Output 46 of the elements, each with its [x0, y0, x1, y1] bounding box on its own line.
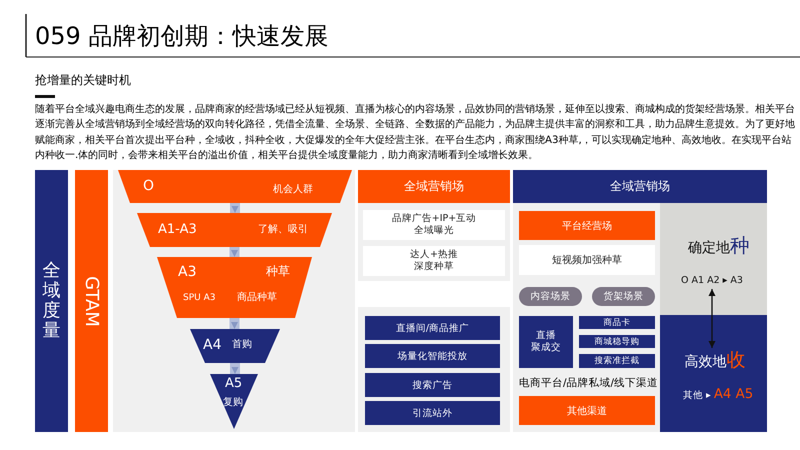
- panel-heading: 高效地收: [684, 348, 746, 373]
- arrow: [230, 363, 240, 374]
- vertical-bar: 全域度量: [35, 170, 68, 432]
- channel-box: 搜索准拦截: [579, 354, 655, 368]
- channel-box: 直播 聚成交: [519, 316, 573, 368]
- header-bar: 全域营销场: [513, 170, 767, 203]
- strategy-panel: [660, 315, 767, 432]
- title: 059 品牌初创期：快速发展: [35, 21, 328, 52]
- channel-box: 场量化智能投放: [365, 344, 500, 368]
- channel-box: 短视频加强种草: [519, 245, 655, 275]
- channel-label: 电商平台/品牌私域/线下渠道: [519, 377, 658, 390]
- stage-label: A5: [225, 376, 242, 392]
- stage-label: 确定地种: [688, 234, 750, 258]
- stage-sequence: O A1 A2 ▸ A3: [681, 274, 743, 286]
- stage-label: A3: [178, 264, 196, 281]
- channel-box: 商品卡: [579, 316, 655, 329]
- stage-label: 复购: [223, 397, 243, 409]
- channel-box: 引流站外: [365, 401, 500, 425]
- stage-label: 机会人群: [273, 184, 313, 196]
- scene-pill: 内容场景: [519, 287, 582, 306]
- stage-label: 商品种草: [237, 292, 277, 304]
- stage-label: A1-A3: [158, 222, 197, 238]
- channel-box: 平台经营场: [519, 211, 655, 240]
- subheading: 抢增量的关键时机: [35, 73, 131, 88]
- arrow: [230, 247, 240, 257]
- paragraph: 随着平台全域兴趣电商生态的发展，品牌商家的经营场域已经从短视频、直播为核心的内容场景，品效协同的营销场景，延伸至以搜索、商城构成的货架经营场景。相关平台逐渐完善从全域营销场到全域经营场的双向转化路径，凭借全流量、全场景、全链路、全数据的产品能力，为品牌主提供丰富的洞察和工具，助力品牌生意提效。为了更好地赋能商家，相关平台首次提出平台种，全域收，抖种全收，大促爆发的全年大促经营主张。在平台生态内，商家围绕A3种草,，可以实现确定地种、高效地收。在实现平台站内种收一.体的同时，会带来相关平台的溢出价值，相关平台提供全域度量能力，助力商家清晰看到全域增长效果。: [35, 102, 795, 163]
- stage-label: O: [143, 178, 154, 195]
- channel-box: 搜索广告: [365, 373, 500, 397]
- header-bar: 全域营销场: [358, 170, 510, 203]
- channel-box: 达人+热推 深度种草: [363, 246, 505, 276]
- arrow: [708, 289, 716, 348]
- channel-box: 其他渠道: [519, 396, 655, 425]
- stage-label: 种草: [266, 264, 290, 278]
- stage-label: A4: [203, 337, 222, 354]
- stage-label: 了解、吸引: [258, 224, 308, 236]
- channel-box: 品牌广告+IP+互动 全域曝光: [363, 210, 505, 240]
- channel-box: 商城稳导购: [579, 335, 655, 348]
- strategy-panel: [660, 203, 767, 315]
- scene-pill: 货架场景: [592, 287, 655, 306]
- arrow: [230, 203, 240, 213]
- stage-label: SPU A3: [183, 293, 216, 304]
- vertical-bar: GTAM: [75, 170, 108, 432]
- arrow: [230, 318, 240, 329]
- channel-box: 直播间/商品推广: [365, 316, 500, 340]
- stage-label: 其他 ▸ A4 A5: [683, 387, 754, 403]
- stage-label: 首购: [232, 339, 252, 351]
